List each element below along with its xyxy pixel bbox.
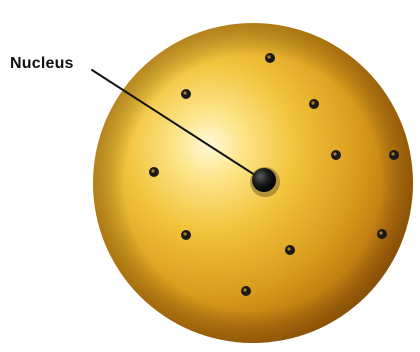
- electron-dot: [149, 167, 159, 177]
- electron-dot: [181, 89, 191, 99]
- electron-dot: [331, 150, 341, 160]
- electron-dot: [377, 229, 387, 239]
- electron-dot: [181, 230, 191, 240]
- nucleus-icon: [250, 167, 280, 197]
- electron-dot: [285, 245, 295, 255]
- electron-dot: [241, 286, 251, 296]
- electron-dot: [309, 99, 319, 109]
- electron-dot: [265, 53, 275, 63]
- nucleus-label: Nucleus: [10, 55, 74, 73]
- electron-dot: [389, 150, 399, 160]
